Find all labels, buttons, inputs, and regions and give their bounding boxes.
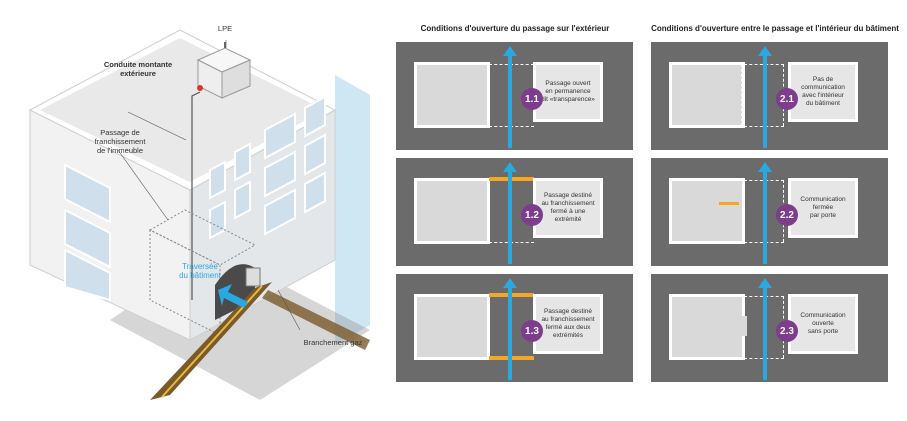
room-block (669, 294, 745, 360)
panel-text: Passage destiné au franchissement fermé … (533, 178, 603, 238)
panel-1-2: Passage destiné au franchissement fermé … (396, 158, 633, 266)
panel-2-2: Communication fermée par porte 2.2 (651, 158, 888, 266)
badge-2-2: 2.2 (776, 204, 798, 226)
panel-text: Passage destiné au franchissement fermé … (533, 294, 603, 354)
passage-label: Passage de franchissement de l'immeuble (94, 128, 146, 155)
panel-text: Pas de communication avec l'intérieur du… (788, 62, 858, 122)
panel-text: Passage ouvert en permanence dit «transp… (533, 62, 603, 122)
building-drawing (28, 29, 370, 400)
badge-1-3: 1.3 (521, 320, 543, 342)
room-block (414, 62, 490, 128)
badge-1-2: 1.2 (521, 204, 543, 226)
panel-2-1: Pas de communication avec l'intérieur du… (651, 42, 888, 150)
room-block (414, 178, 490, 244)
panel-1-3: Passage destiné au franchissement fermé … (396, 274, 633, 382)
lpe-label: LPE (217, 24, 233, 33)
badge-2-3: 2.3 (776, 320, 798, 342)
traversee-label: Traversée du bâtiment (179, 262, 221, 280)
panel-text: Communication fermée par porte (788, 178, 858, 238)
panel-1-1: Passage ouvert en permanence dit «transp… (396, 42, 633, 150)
conduite-label: Conduite montante extérieure (103, 60, 173, 78)
panel-2-3: Communication ouverte sans porte 2.3 (651, 274, 888, 382)
room-block (669, 62, 745, 128)
badge-2-1: 2.1 (776, 88, 798, 110)
branchement-label: Branchement gaz (303, 338, 363, 347)
door-leaf (719, 202, 739, 205)
right-column-title: Conditions d'ouverture entre le passage … (651, 24, 899, 33)
left-column-title: Conditions d'ouverture du passage sur l'… (420, 24, 610, 33)
badge-1-1: 1.1 (521, 88, 543, 110)
room-block (414, 294, 490, 360)
room-block (669, 178, 745, 244)
opening (739, 316, 747, 336)
building-illustration: LPE Conduite montante extérieure Passage… (0, 0, 380, 416)
panel-text: Communication ouverte sans porte (788, 294, 858, 354)
